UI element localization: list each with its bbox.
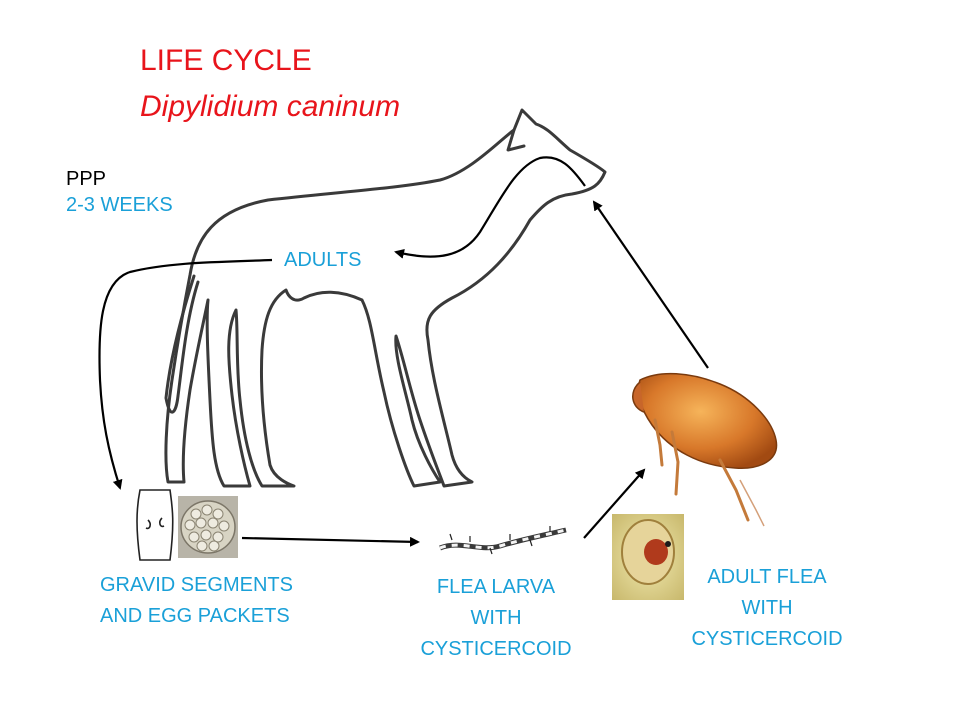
gravid-segments-label: GRAVID SEGMENTS AND EGG PACKETS bbox=[100, 574, 293, 627]
diagram-title: LIFE CYCLE bbox=[140, 44, 312, 77]
ppp-value: 2-3 WEEKS bbox=[66, 194, 173, 216]
gravid-segment-icon bbox=[136, 489, 174, 561]
flea-larva-label: FLEA LARVA WITH CYSTICERCOID bbox=[420, 576, 572, 660]
ppp-label: PPP bbox=[66, 168, 107, 190]
cycle-arrows bbox=[98, 156, 709, 547]
egg-packet-image bbox=[178, 496, 238, 558]
cysticercoid-image bbox=[612, 514, 684, 600]
flea-larva-icon bbox=[439, 526, 567, 555]
adults-label: ADULTS bbox=[284, 249, 362, 271]
adult-flea-label: ADULT FLEA WITH CYSTICERCOID bbox=[691, 566, 843, 650]
dog-outline bbox=[164, 108, 607, 488]
species-name: Dipylidium caninum bbox=[140, 90, 401, 123]
adult-flea-image bbox=[632, 372, 778, 527]
